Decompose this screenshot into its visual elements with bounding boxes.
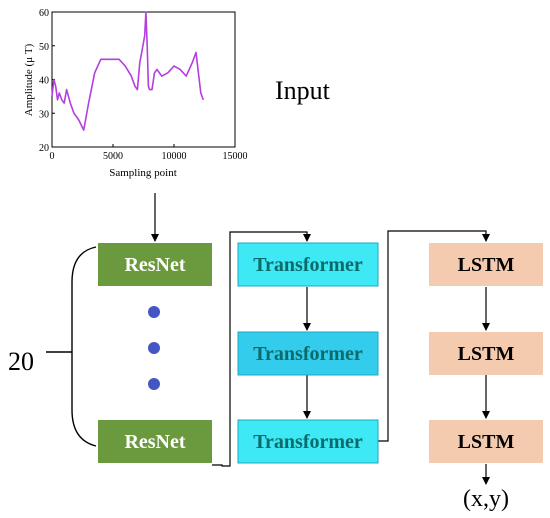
stack-brace xyxy=(46,246,97,447)
y-tick-label: 60 xyxy=(39,8,49,19)
resnet-to-transformer-arrow xyxy=(212,231,311,467)
y-tick-label: 40 xyxy=(39,76,49,87)
x-tick-label: 10000 xyxy=(162,151,187,162)
resnet-block-bottom-label: ResNet xyxy=(124,431,185,453)
x-tick-label: 15000 xyxy=(223,151,248,162)
resnet-block-top xyxy=(98,243,212,286)
lstm-block-2-label: LSTM xyxy=(458,343,515,365)
transformer-block-1 xyxy=(237,242,379,287)
output-label: (x,y) xyxy=(463,486,509,512)
ellipsis-dot-1 xyxy=(148,306,160,318)
lstm-block-1-label: LSTM xyxy=(458,254,515,276)
resnet-column: ResNet ResNet xyxy=(98,243,212,463)
lstm-column: LSTM LSTM LSTM xyxy=(429,243,543,463)
x-tick-label: 5000 xyxy=(103,151,123,162)
y-tick-label: 20 xyxy=(39,143,49,154)
lstm-block-2 xyxy=(429,332,543,375)
transformer-column: Transformer Transformer Transformer xyxy=(237,242,379,464)
input-signal-chart: 0 5000 10000 15000 20 30 40 50 60 Sampling point… xyxy=(23,8,248,179)
transformer-block-3-label: Transformer xyxy=(253,431,363,453)
signal-line xyxy=(51,11,205,131)
chart-ticks: 0 5000 10000 15000 20 30 40 50 60 xyxy=(39,8,248,162)
lstm-block-3 xyxy=(429,420,543,463)
ellipsis-dot-2 xyxy=(148,342,160,354)
lstm-block-1 xyxy=(429,243,543,286)
connectors xyxy=(151,193,490,485)
chart-frame xyxy=(51,11,236,148)
transformer-block-2 xyxy=(237,331,379,376)
x-tick-label: 0 xyxy=(50,151,55,162)
transformer-to-lstm-arrow xyxy=(378,230,490,442)
x-axis-title: Sampling point xyxy=(109,167,177,179)
resnet-block-top-label: ResNet xyxy=(124,254,185,276)
ellipsis-dot-3 xyxy=(148,378,160,390)
resnet-block-bottom xyxy=(98,420,212,463)
transformer-block-3 xyxy=(237,419,379,464)
y-tick-label: 50 xyxy=(39,42,49,53)
lstm-block-3-label: LSTM xyxy=(458,431,515,453)
stack-count-label: 20 xyxy=(8,347,34,376)
transformer-block-2-label: Transformer xyxy=(253,343,363,365)
y-axis-title: Amplitude (μ T) xyxy=(23,43,35,116)
input-label: Input xyxy=(275,76,331,105)
y-tick-label: 30 xyxy=(39,109,49,120)
transformer-block-1-label: Transformer xyxy=(253,254,363,276)
